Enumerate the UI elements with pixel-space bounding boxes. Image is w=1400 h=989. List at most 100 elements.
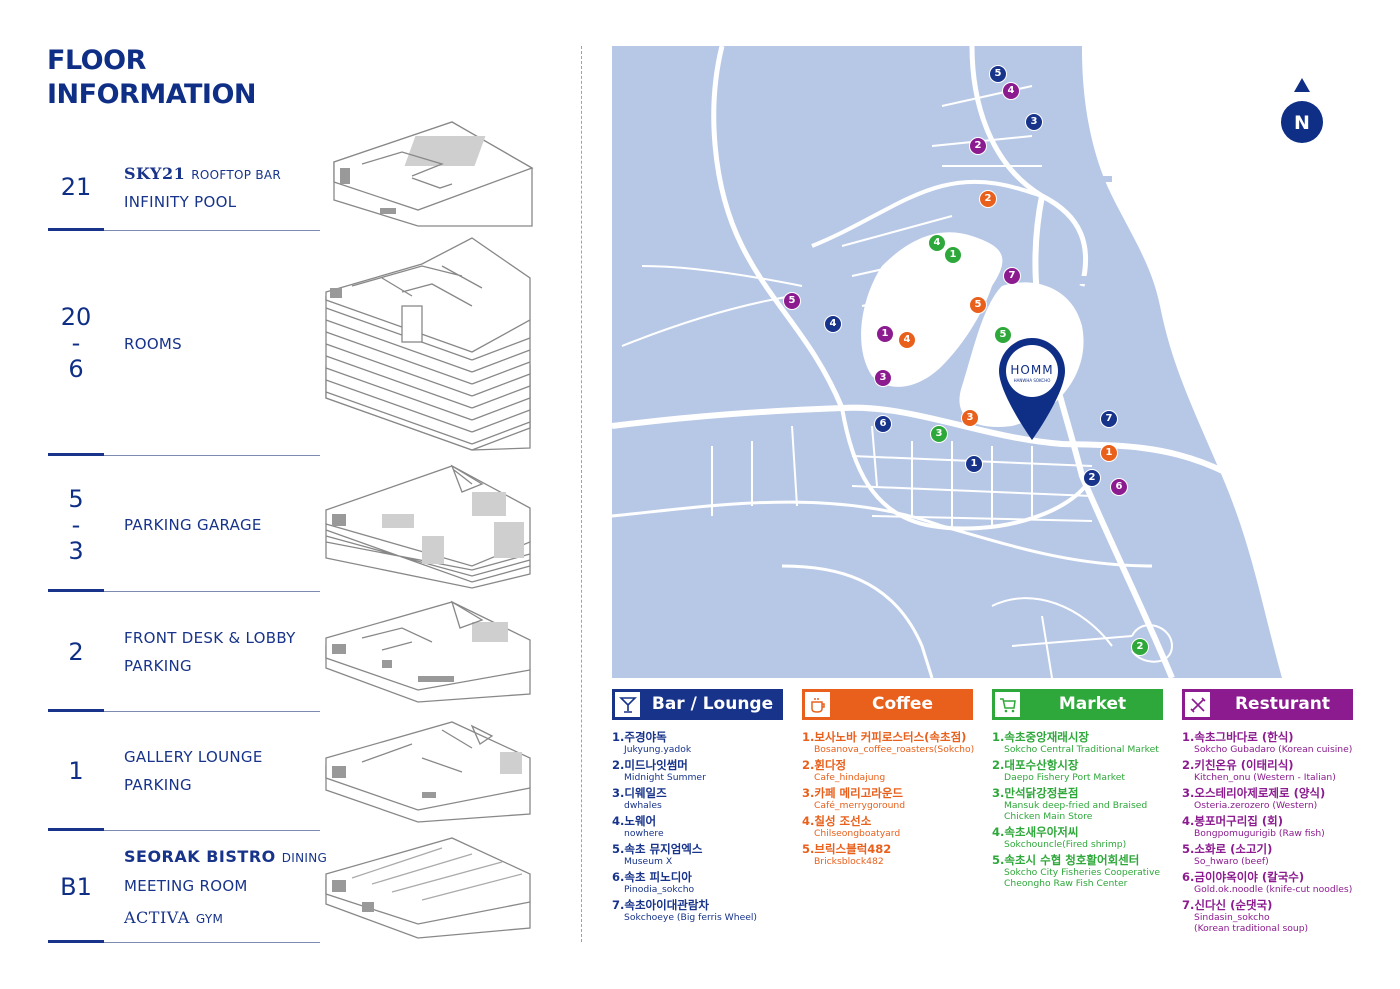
- local-road: [621, 265, 803, 347]
- main-road: [840, 407, 1094, 531]
- map-marker-coffee-4[interactable]: 4: [898, 331, 916, 349]
- list-item-english: Sokchouncle(Fired shrimp): [1004, 839, 1127, 850]
- map-marker-restaurant-7[interactable]: 7: [1003, 267, 1021, 285]
- category-bar-lounge[interactable]: Bar / Lounge: [612, 689, 783, 720]
- category-market[interactable]: Market: [992, 689, 1163, 720]
- map-marker-restaurant-1[interactable]: 1: [876, 325, 894, 343]
- list-item[interactable]: 3.오스테리아제로제로 (양식)Osteria.zerozero (Wester…: [1182, 786, 1360, 811]
- list-item-english: (Korean traditional soup): [1194, 923, 1309, 934]
- floor-separator: [48, 709, 104, 712]
- category-title: Coffee: [872, 694, 933, 714]
- list-item-english: Midnight Summer: [624, 772, 706, 783]
- port-piers: [1042, 176, 1120, 306]
- list-item-english: Jukyung.yadok: [624, 744, 692, 755]
- floor-label: GALLERY LOUNGE: [124, 748, 263, 766]
- map-marker-market-1[interactable]: 1: [944, 246, 962, 264]
- list-item[interactable]: 7.신다신 (순댓국)Sindasin_sokcho(Korean tradit…: [1182, 898, 1360, 934]
- list-item-english: Sokchoeye (Big ferris Wheel): [624, 912, 758, 923]
- map-marker-bar-6[interactable]: 6: [874, 415, 892, 433]
- map-marker-restaurant-2[interactable]: 2: [969, 137, 987, 155]
- list-item[interactable]: 2.키친온유 (이태리식)Kitchen_onu (Western - Ital…: [1182, 758, 1360, 783]
- map-marker-market-4[interactable]: 4: [928, 234, 946, 252]
- pier: [1092, 246, 1100, 306]
- local-road: [711, 425, 1033, 526]
- floor-separator: [48, 828, 104, 831]
- floor-number-dash: -: [71, 329, 81, 357]
- north-triangle: [1294, 78, 1310, 92]
- coffee-list: 1.보사노바 커피로스터스(속초점)Bosanova_coffee_roaste…: [802, 730, 980, 870]
- map-marker-bar-3[interactable]: 3: [1025, 113, 1043, 131]
- map-marker-bar-2[interactable]: 2: [1083, 469, 1101, 487]
- floor-number-bottom: 3: [68, 537, 84, 565]
- map-marker-restaurant-3[interactable]: 3: [874, 369, 892, 387]
- list-item-korean: 2.대포수산항시장: [992, 758, 1079, 772]
- list-item[interactable]: 1.속초그바다로 (한식)Sokcho Gubadaro (Korean cui…: [1182, 730, 1360, 755]
- category-title: Bar / Lounge: [651, 694, 774, 714]
- category-restaurant[interactable]: Resturant: [1182, 689, 1353, 720]
- list-item-english: dwhales: [624, 800, 662, 811]
- map-marker-market-2[interactable]: 2: [1131, 638, 1149, 656]
- floor-separator: [48, 228, 104, 231]
- title-line-2: INFORMATION: [47, 79, 257, 110]
- map-marker-bar-4[interactable]: 4: [824, 315, 842, 333]
- list-item-korean: 5.속초 뮤지엄엑스: [612, 842, 703, 856]
- map-marker-bar-5[interactable]: 5: [989, 65, 1007, 83]
- map-marker-restaurant-6[interactable]: 6: [1110, 478, 1128, 496]
- local-road: [612, 500, 1153, 568]
- map-marker-bar-7[interactable]: 7: [1100, 410, 1118, 428]
- coffee-cup-icon: [805, 692, 830, 717]
- fork-knife: [1189, 696, 1206, 713]
- floor-line: [104, 230, 320, 231]
- map-marker-restaurant-4[interactable]: 4: [1002, 82, 1020, 100]
- list-item-korean: 7.신다신 (순댓국): [1182, 898, 1273, 912]
- list-item-english: So_hwaro (beef): [1194, 856, 1269, 867]
- cart-body: [999, 697, 1016, 709]
- floor-number: 20 - 6: [48, 304, 104, 382]
- fork-knife-icon: [1185, 692, 1210, 717]
- north-label: N: [1294, 112, 1310, 134]
- list-item-english: Gold.ok.noodle (knife-cut noodles): [1194, 884, 1353, 895]
- floor-number: 2: [68, 638, 84, 666]
- floor-label: INFINITY POOL: [124, 193, 237, 211]
- list-item[interactable]: 1.보사노바 커피로스터스(속초점)Bosanova_coffee_roaste…: [802, 730, 980, 755]
- list-item[interactable]: 4.봉포머구리집 (회)Bongpomugurigib (Raw fish): [1182, 814, 1360, 839]
- floor-number-dash: -: [71, 511, 81, 539]
- list-item[interactable]: 5.소화로 (소고기)So_hwaro (beef): [1182, 842, 1360, 867]
- map-marker-coffee-3[interactable]: 3: [961, 409, 979, 427]
- floor-label-suffix: DINING: [281, 851, 328, 865]
- local-road: [1131, 624, 1174, 663]
- map-marker-coffee-5[interactable]: 5: [969, 296, 987, 314]
- list-item-korean: 1.주경야독: [612, 730, 667, 744]
- floor-separator: [48, 940, 104, 943]
- pier: [1092, 226, 1120, 232]
- map-marker-restaurant-5[interactable]: 5: [783, 292, 801, 310]
- map-marker-bar-1[interactable]: 1: [965, 455, 983, 473]
- map-marker-market-3[interactable]: 3: [930, 425, 948, 443]
- list-item-english: Pinodia_sokcho: [624, 884, 695, 895]
- hotel-location-pin[interactable]: HOMM HANWHA SOKCHO: [997, 336, 1067, 442]
- map-marker-market-5[interactable]: 5: [994, 326, 1012, 344]
- list-item[interactable]: 6.금이야옥이야 (칼국수)Gold.ok.noodle (knife-cut …: [1182, 870, 1360, 895]
- map-marker-coffee-2[interactable]: 2: [979, 190, 997, 208]
- category-coffee[interactable]: Coffee: [802, 689, 973, 720]
- map-marker-coffee-1[interactable]: 1: [1100, 444, 1118, 462]
